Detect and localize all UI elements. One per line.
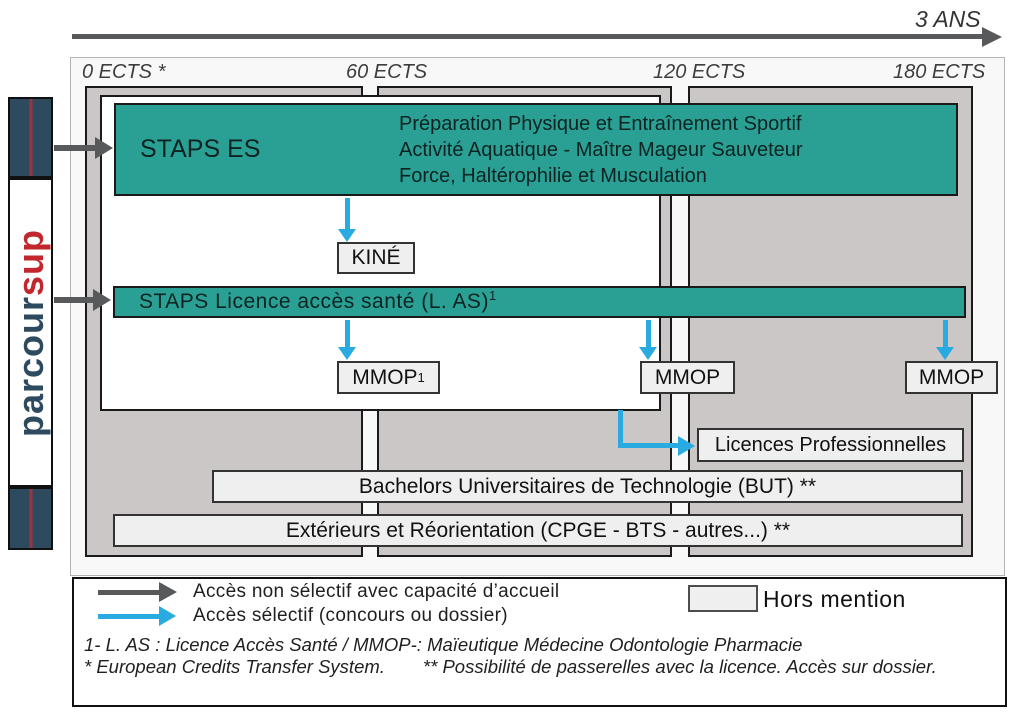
staps-es-option: Activité Aquatique - Maître Mageur Sauve… xyxy=(399,139,803,161)
arrow-kine-shaft xyxy=(345,198,350,230)
legend-nonselective-arrow-head-icon xyxy=(159,582,177,602)
brand-banner-bottom-block xyxy=(8,487,53,550)
timeline-arrow-head-icon xyxy=(982,27,1002,47)
entry-arrow-staps-las-head-icon xyxy=(93,289,111,311)
arrow-mmop120-head-icon xyxy=(639,347,657,360)
but-bar: Bachelors Universitaires de Technologie … xyxy=(212,470,963,503)
legend-nonselective-label: Accès non sélectif avec capacité d’accue… xyxy=(193,581,560,602)
staps-es-options: Préparation Physique et Entraînement Spo… xyxy=(399,111,803,189)
kine-box: KINÉ xyxy=(337,242,415,274)
arrow-mmop180-shaft xyxy=(943,320,948,348)
timeline-duration-label: 3 ANS xyxy=(915,6,981,32)
ects-tick-60: 60 ECTS xyxy=(346,61,428,83)
legend-nonselective-arrow-shaft xyxy=(98,590,160,595)
legend-hors-mention-swatch xyxy=(688,585,758,612)
exterieurs-bar: Extérieurs et Réorientation (CPGE - BTS … xyxy=(113,514,963,547)
arrow-mmop60-head-icon xyxy=(338,347,356,360)
brand-red-line xyxy=(29,489,32,548)
staps-es-box: STAPS ES Préparation Physique et Entraîn… xyxy=(114,103,958,196)
arrow-mmop120-shaft xyxy=(646,320,651,348)
staps-es-option: Préparation Physique et Entraînement Spo… xyxy=(399,113,802,135)
footnote-2-left: * European Credits Transfer System. xyxy=(84,656,385,677)
entry-arrow-staps-es-shaft xyxy=(54,145,96,151)
legend-selective-label: Accès sélectif (concours ou dossier) xyxy=(193,605,508,626)
arrow-mmop60-shaft xyxy=(345,320,350,348)
brand-banner-top-block xyxy=(8,97,53,178)
arrow-licpro-head-icon xyxy=(678,436,695,456)
legend-selective-arrow-head-icon xyxy=(159,606,176,626)
licences-pro-box: Licences Professionnelles xyxy=(697,428,964,462)
ects-tick-120: 120 ECTS xyxy=(653,61,746,83)
timeline-arrow-shaft xyxy=(72,34,984,39)
legend-selective-arrow-shaft xyxy=(98,614,160,619)
ects-tick-180: 180 ECTS xyxy=(893,61,986,83)
arrow-licpro-vertical-shaft xyxy=(618,410,623,445)
arrow-licpro-horizontal-shaft xyxy=(618,443,680,448)
brand-banner-logo: parcoursup xyxy=(8,178,53,487)
ects-tick-0: 0 ECTS * xyxy=(82,61,166,83)
legend-panel xyxy=(72,577,1007,707)
footnote-1: 1- L. AS : Licence Accès Santé / MMOP-: … xyxy=(84,634,803,655)
staps-las-bar: STAPS Licence accès santé (L. AS)1 xyxy=(113,286,966,318)
mmop-120-box: MMOP xyxy=(640,361,735,394)
brand-red-line xyxy=(29,99,32,176)
entry-arrow-staps-las-shaft xyxy=(54,297,94,303)
footnote-2-right: ** Possibilité de passerelles avec la li… xyxy=(422,656,937,677)
mmop-180-box: MMOP xyxy=(905,361,998,394)
footnote-2: * European Credits Transfer System. ** Po… xyxy=(84,656,937,678)
staps-las-title: STAPS Licence accès santé (L. AS)1 xyxy=(139,288,497,313)
legend-hors-mention-label: Hors mention xyxy=(763,586,906,612)
arrow-kine-head-icon xyxy=(338,229,356,242)
staps-es-title: STAPS ES xyxy=(140,135,261,163)
arrow-mmop180-head-icon xyxy=(936,347,954,360)
staps-es-option: Force, Haltérophilie et Musculation xyxy=(399,165,707,187)
entry-arrow-staps-es-head-icon xyxy=(95,137,113,159)
staps-las-footref: 1 xyxy=(488,288,497,303)
brand-wordmark: parcoursup xyxy=(9,228,51,437)
